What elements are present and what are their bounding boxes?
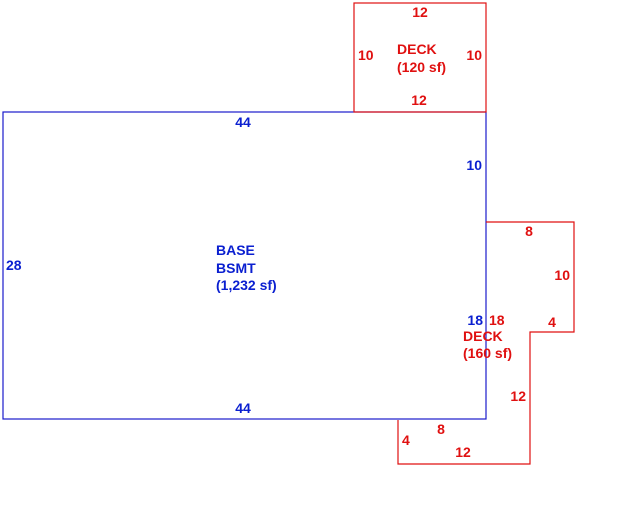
basement-dim-right-lower: 18 [467, 312, 483, 328]
basement-area: (1,232 sf) [216, 277, 277, 293]
basement-dim-right-upper: 10 [466, 157, 482, 173]
deck-right-area: (160 sf) [463, 345, 512, 361]
deck-top-area: (120 sf) [397, 59, 446, 75]
deck-top-outline [353, 2, 487, 113]
basement-outline [2, 111, 487, 420]
deck-right-dim-right-lower: 12 [510, 388, 526, 404]
deck-top-dim-left: 10 [358, 47, 374, 63]
deck-right-outline [397, 221, 575, 465]
deck-top-dim-top: 12 [412, 4, 428, 20]
deck-top-dim-bottom: 12 [411, 92, 427, 108]
deck-right-dim-top: 8 [525, 223, 533, 239]
deck-right-dim-bottom: 12 [455, 444, 471, 460]
deck-right-dim-right: 10 [554, 267, 570, 283]
basement-dim-top: 44 [235, 114, 251, 130]
basement-name-line1: BASE [216, 242, 255, 258]
deck-right-dim-bottom-left: 4 [402, 432, 410, 448]
deck-right-dim-left: 18 [489, 312, 505, 328]
deck-top-dim-right: 10 [466, 47, 482, 63]
deck-right-name: DECK [463, 328, 503, 344]
basement-dim-bottom: 44 [235, 400, 251, 416]
basement-dim-left: 28 [6, 257, 22, 273]
basement-name-line2: BSMT [216, 260, 256, 276]
deck-right-dim-step: 4 [548, 314, 556, 330]
deck-right-dim-bottom-step: 8 [437, 421, 445, 437]
deck-top-name: DECK [397, 41, 437, 57]
